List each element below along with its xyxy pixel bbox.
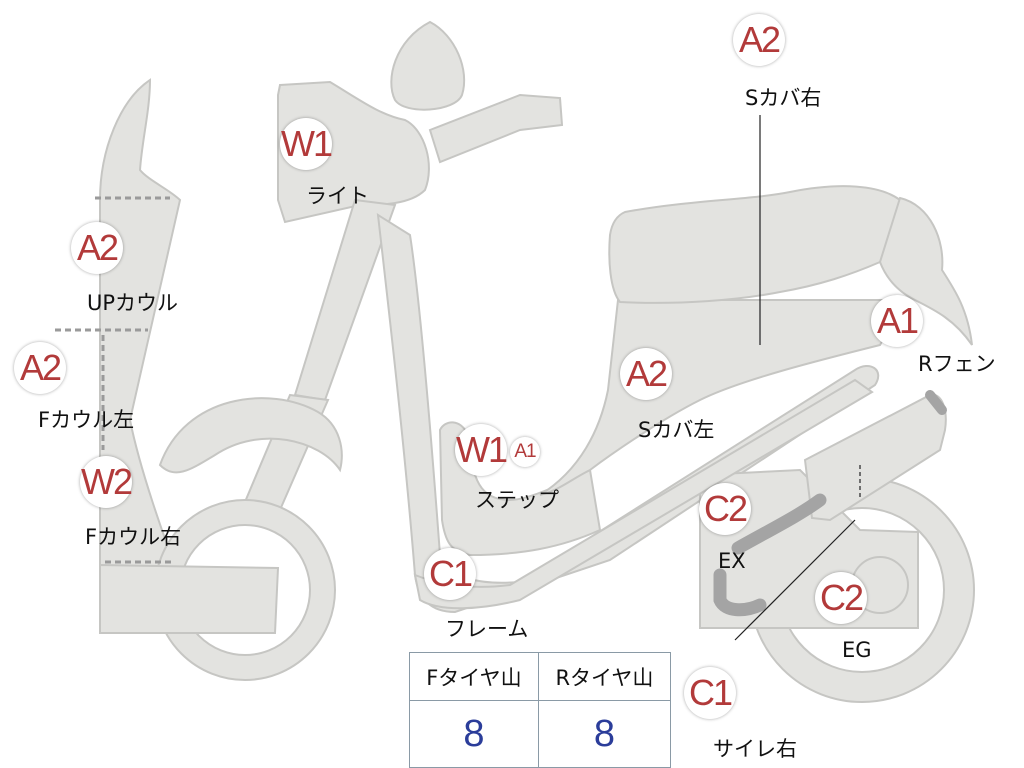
- front-cowl-lower: [99, 563, 280, 634]
- label-side-cover-right: Sカバ右: [745, 86, 822, 110]
- grade-badge-up-cowl: A2: [71, 222, 123, 274]
- label-engine: EG: [842, 638, 872, 662]
- grade-badge-exhaust: C2: [699, 483, 751, 535]
- grade-badge-light: W1: [280, 118, 333, 170]
- label-silencer-right: サイレ右: [713, 737, 797, 761]
- grade-badge-frame: C1: [424, 548, 476, 600]
- rear-fender: [878, 196, 973, 346]
- grade-badge-rear-fender: A1: [871, 295, 923, 347]
- front-fender: [158, 397, 343, 474]
- label-exhaust: EX: [718, 549, 746, 573]
- label-front-cowl-left: Fカウル左: [38, 408, 135, 432]
- side-cover: [539, 299, 902, 496]
- label-front-cowl-right: Fカウル右: [85, 525, 182, 549]
- exhaust-pipe: [713, 493, 827, 617]
- leader-silencer-right: [734, 519, 856, 641]
- label-up-cowl: UPカウル: [87, 291, 179, 315]
- label-step: ステップ: [475, 488, 559, 512]
- header-rear-tire-tread: Rタイヤ山: [537, 652, 672, 701]
- grade-badge-side-cover-right: A2: [733, 14, 785, 66]
- label-rear-fender: Rフェン: [918, 352, 996, 376]
- tire-tread-table: Fタイヤ山 Rタイヤ山 8 8: [409, 652, 672, 768]
- grade-badge-step-extra: A1: [510, 437, 540, 467]
- grade-badge-front-cowl-left: A2: [14, 342, 66, 394]
- grade-badge-side-cover-left: A2: [620, 348, 672, 400]
- label-side-cover-left: Sカバ左: [638, 418, 715, 442]
- handlebar: [428, 93, 564, 164]
- value-front-tire-tread: 8: [409, 700, 539, 768]
- front-cowl: [99, 78, 280, 634]
- grade-badge-engine: C2: [815, 572, 867, 624]
- seat: [608, 185, 909, 304]
- header-front-tire-tread: Fタイヤ山: [409, 652, 539, 701]
- grade-badge-silencer-right: C1: [684, 667, 736, 719]
- value-rear-tire-tread: 8: [537, 700, 672, 768]
- label-light: ライト: [306, 184, 369, 208]
- grade-badge-step: W1: [455, 424, 508, 476]
- label-frame: フレーム: [445, 617, 529, 641]
- grade-badge-front-cowl-right: W2: [80, 456, 133, 508]
- mirror: [390, 20, 466, 111]
